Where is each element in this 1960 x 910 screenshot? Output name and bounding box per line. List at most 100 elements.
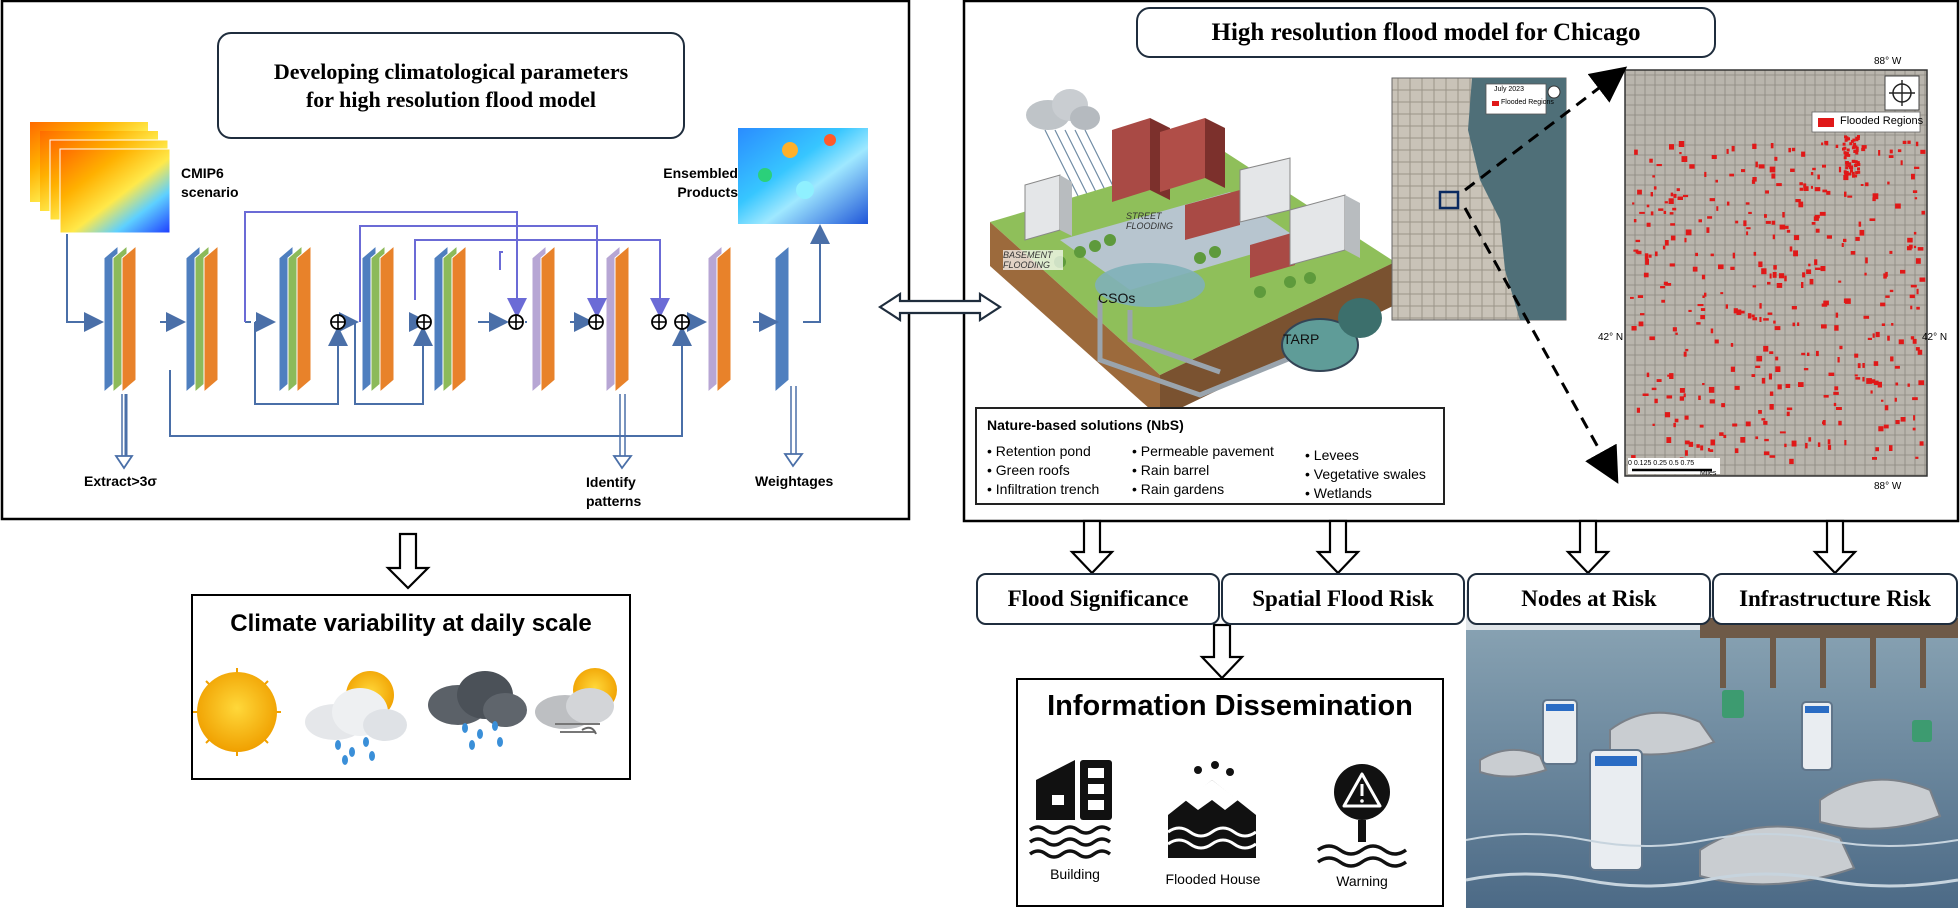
flood-spot	[1672, 327, 1677, 332]
flood-spot	[1670, 235, 1676, 241]
flood-spot	[1919, 277, 1926, 282]
flood-spot	[1710, 328, 1714, 334]
flood-spot	[1843, 146, 1847, 150]
flood-spot	[1649, 158, 1653, 163]
flood-spot	[1807, 352, 1810, 356]
small-chicago-map	[1391, 77, 1567, 321]
basement-flooding-label: BASEMENT FLOODING	[1003, 250, 1063, 270]
flood-spot	[1756, 355, 1763, 362]
flood-spot	[1915, 141, 1919, 147]
leader-arrow-top	[1464, 66, 1628, 192]
arrow-to-climate	[385, 532, 431, 590]
flood-spot	[1891, 323, 1894, 326]
flood-spot	[1855, 151, 1859, 155]
flood-spot	[1776, 283, 1783, 288]
storm-rain-cloud-icon	[428, 671, 527, 750]
flood-spot	[1860, 184, 1864, 186]
flood-spot	[1835, 144, 1839, 148]
flood-spot	[1900, 269, 1906, 274]
flood-spot	[1855, 236, 1860, 241]
flood-spot	[1851, 171, 1855, 175]
flood-spot	[1912, 427, 1916, 431]
flood-spot	[1887, 181, 1890, 185]
street-flooding-label: STREET FLOODING	[1126, 211, 1174, 231]
flood-spot	[1759, 303, 1762, 309]
flood-spot	[1792, 322, 1795, 327]
flood-spot	[1865, 257, 1868, 264]
nbs-col1: • Retention pond • Green roofs • Infiltr…	[987, 442, 1099, 499]
flood-spot	[1843, 175, 1849, 181]
flood-spot	[1699, 424, 1704, 428]
flood-spot	[1834, 386, 1839, 391]
flood-spot	[1684, 237, 1687, 243]
flood-spot	[1872, 197, 1876, 202]
flood-spot	[1789, 458, 1794, 465]
flood-spot	[1889, 250, 1893, 254]
flood-spot	[1822, 421, 1825, 424]
flood-spot	[1812, 167, 1816, 171]
network-layer	[614, 244, 630, 394]
sun-icon	[193, 668, 281, 756]
flood-spot	[1817, 174, 1820, 180]
urban-flood-scene	[990, 89, 1395, 418]
flood-spot	[1731, 145, 1735, 152]
flood-spot	[1698, 395, 1701, 400]
flood-spot	[1709, 399, 1715, 404]
flood-spot	[1775, 366, 1781, 372]
flood-spot	[1791, 147, 1796, 152]
flood-spot	[1711, 155, 1717, 159]
flood-spot	[1669, 144, 1674, 150]
flood-spot	[1847, 137, 1850, 141]
flood-spot	[1753, 251, 1757, 256]
flood-spot	[1741, 169, 1746, 173]
flood-spot	[1872, 333, 1875, 338]
large-flood-map	[1624, 69, 1928, 477]
flood-spot	[1885, 295, 1890, 298]
flood-spot	[1692, 266, 1698, 272]
flood-spot	[1853, 142, 1857, 146]
flood-spot	[1846, 172, 1850, 176]
flood-spot	[1700, 308, 1706, 311]
dissemination-box	[1016, 678, 1444, 907]
flood-spot	[1688, 309, 1692, 312]
flood-spot	[1864, 272, 1867, 276]
network-layer	[379, 244, 395, 394]
flood-spot	[1809, 278, 1814, 285]
dissemination-warning-label: Warning	[1336, 873, 1388, 889]
large-map-legend-item: Flooded Regions	[1840, 115, 1924, 127]
flood-spot	[1857, 170, 1861, 174]
csos-label: CSOs	[1098, 290, 1136, 306]
flood-spot	[1701, 274, 1706, 280]
flood-spot	[1847, 153, 1851, 157]
flood-spot	[1821, 142, 1824, 146]
flood-spot	[1631, 326, 1637, 331]
flood-spot	[1786, 229, 1791, 233]
flood-spot	[1726, 201, 1730, 206]
flood-spot	[1808, 437, 1812, 442]
flood-spot	[1764, 438, 1769, 442]
flood-spot	[1710, 439, 1715, 446]
flood-spot	[1848, 162, 1852, 166]
flood-spot	[1895, 420, 1900, 425]
flood-spot	[1633, 219, 1637, 223]
flood-spot	[1889, 149, 1893, 154]
flood-spot	[1776, 183, 1782, 187]
flood-spot	[1674, 418, 1679, 423]
flood-spot	[1664, 201, 1668, 204]
flood-spot	[1806, 269, 1812, 274]
flood-spot	[1802, 272, 1806, 278]
flood-spot	[1683, 194, 1689, 198]
flood-spot	[1684, 440, 1690, 445]
flood-spot	[1845, 152, 1849, 155]
network-layer	[203, 244, 219, 394]
flood-spot	[1637, 189, 1642, 195]
flood-spot	[1748, 211, 1752, 214]
flood-spot	[1685, 348, 1689, 352]
flood-spot	[1865, 182, 1869, 187]
flood-spot	[1847, 164, 1851, 168]
flood-spot	[1752, 177, 1757, 182]
flood-spot	[1644, 253, 1649, 260]
network-flow-lines	[66, 211, 830, 462]
flood-spot	[1635, 249, 1639, 254]
flood-spot	[1911, 173, 1915, 180]
